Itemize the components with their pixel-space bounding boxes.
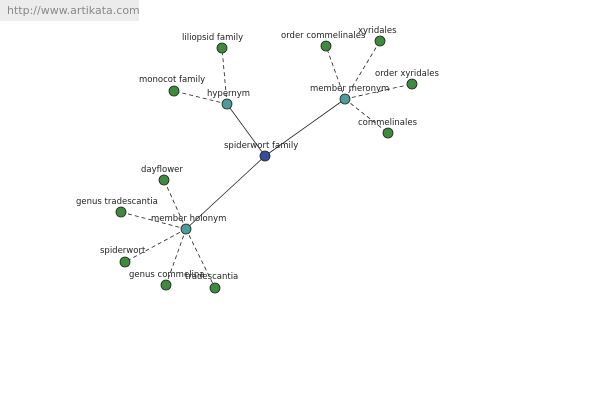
node-label-member-meronym[interactable]: member meronym [310,84,389,94]
edge-hypernym-to-liliopsid-family [221,47,228,105]
url-banner: http://www.artikata.com [0,0,140,21]
node-label-hypernym[interactable]: hypernym [207,89,250,99]
node-label-order-commelinales[interactable]: order commelinales [281,31,366,41]
node-label-commelinales[interactable]: commelinales [358,118,418,128]
site-url-link[interactable]: http://www.artikata.com [7,4,140,17]
node-genus-commelina[interactable] [160,279,172,291]
labels-layer: spiderwort family hypernym member meronym m… [76,26,439,282]
edge-member-holonym-to-dayflower [163,179,187,230]
node-member-holonym[interactable] [180,223,192,235]
edges-layer [120,40,413,289]
edge-member-holonym-to-genus-commelina [165,228,187,286]
node-tradescantia[interactable] [209,282,221,294]
node-member-meronym[interactable] [339,93,351,105]
node-label-genus-tradescantia[interactable]: genus tradescantia [76,197,158,207]
node-label-spiderwort-family[interactable]: spiderwort family [224,141,298,151]
node-label-liliopsid-family[interactable]: liliopsid family [182,33,243,43]
node-order-xyridales[interactable] [406,78,418,90]
node-dayflower[interactable] [158,174,170,186]
edge-hypernym-to-monocot-family [173,90,228,105]
node-spiderwort[interactable] [119,256,131,268]
node-spiderwort-family[interactable] [259,150,271,162]
nodes-layer [115,35,418,294]
node-label-order-xyridales[interactable]: order xyridales [375,69,439,79]
node-monocot-family[interactable] [168,85,180,97]
node-label-monocot-family[interactable]: monocot family [139,75,205,85]
edge-member-meronym-to-order-commelinales [325,45,346,100]
edge-spiderwort-family-to-member-meronym [264,98,346,157]
node-label-genus-commelina[interactable]: genus commelina [129,270,205,280]
node-commelinales[interactable] [382,127,394,139]
edge-spiderwort-family-to-member-holonym [185,155,266,230]
node-liliopsid-family[interactable] [216,42,228,54]
node-order-commelinales[interactable] [320,40,332,52]
edge-member-meronym-to-order-xyridales [344,83,413,100]
node-hypernym[interactable] [221,98,233,110]
edge-spiderwort-family-to-hypernym [226,103,266,157]
node-label-member-holonym[interactable]: member holonym [151,214,226,224]
edge-member-meronym-to-commelinales [344,98,389,134]
node-label-tradescantia[interactable]: tradescantia [185,272,238,282]
node-label-dayflower[interactable]: dayflower [141,165,183,175]
edge-member-meronym-to-xyridales [344,40,381,100]
node-genus-tradescantia[interactable] [115,206,127,218]
node-label-xyridales[interactable]: xyridales [358,26,397,36]
node-label-spiderwort[interactable]: spiderwort [100,246,146,256]
edge-member-holonym-to-spiderwort [124,228,187,263]
node-xyridales[interactable] [374,35,386,47]
edge-member-holonym-to-tradescantia [185,228,216,289]
